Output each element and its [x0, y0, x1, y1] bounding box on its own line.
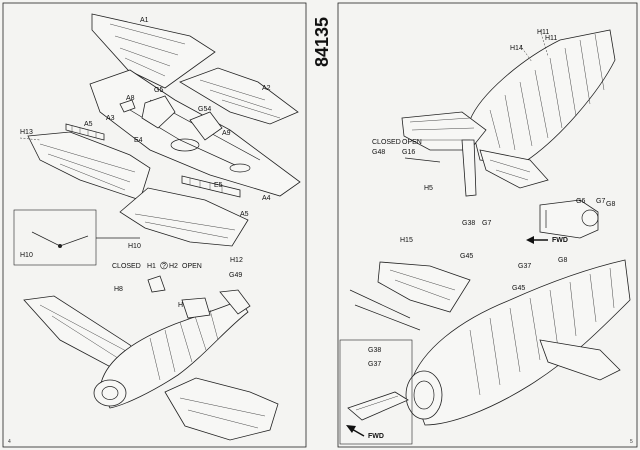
upper-wing-a1	[91, 13, 216, 89]
page-number-right: 5	[630, 439, 633, 445]
fwd-label-top: FWD	[552, 237, 568, 244]
part-label-a1: A1	[140, 17, 149, 24]
part-label-g16: G16	[402, 149, 415, 156]
part-label-e4: E4	[134, 137, 143, 144]
svg-text:H2: H2	[169, 263, 178, 270]
flap-strip-left	[65, 123, 105, 141]
part-label-a5-lower: A5	[240, 211, 249, 218]
part-label-h12: H12	[230, 257, 243, 264]
part-label-h5: H5	[424, 185, 433, 192]
kit-number: 84135	[312, 17, 332, 67]
part-label-g8-right: G8	[558, 257, 567, 264]
page-number-left: 4	[8, 439, 11, 445]
part-label-g7-top: G7	[596, 198, 605, 205]
part-label-a8: A8	[126, 95, 135, 102]
right-page-frame	[337, 2, 638, 448]
canopy-option-note: CLOSED H1 ? H2 OPEN	[112, 261, 202, 270]
svg-text:CLOSED: CLOSED	[372, 139, 401, 146]
part-label-h8: H8	[114, 286, 123, 293]
part-label-a4: A4	[262, 195, 271, 202]
left-page-frame	[2, 2, 307, 448]
part-label-g45-right: G45	[512, 285, 525, 292]
part-label-h10-inset: H10	[20, 252, 33, 259]
svg-text:OPEN: OPEN	[402, 139, 422, 146]
propeller-detail	[539, 199, 599, 239]
part-label-h15: H15	[400, 237, 413, 244]
canopy-part	[147, 275, 166, 293]
flap-strip-right	[181, 175, 241, 198]
svg-text:CLOSED: CLOSED	[112, 263, 141, 270]
part-label-g7-middle: G7	[482, 220, 491, 227]
upper-wing-a2	[179, 67, 299, 125]
part-label-g54: G54	[198, 106, 211, 113]
part-label-h11-a: H11	[537, 29, 549, 36]
detail-inset-h10	[13, 209, 97, 266]
part-label-h6: H6	[178, 302, 187, 309]
part-label-a5-upper: A5	[84, 121, 93, 128]
aircraft-assembly	[23, 289, 279, 441]
part-label-g38-top: G38	[462, 220, 475, 227]
part-label-a9: A9	[222, 130, 231, 137]
part-label-h10: H10	[128, 243, 141, 250]
part-label-g5: G5	[154, 87, 163, 94]
part-label-g37-inset: G37	[368, 361, 381, 368]
part-label-g45-top: G45	[460, 253, 473, 260]
lower-wing-right	[119, 187, 249, 247]
tailwheel-option-note: CLOSED OPEN	[372, 139, 422, 146]
part-label-g48: G48	[372, 149, 385, 156]
part-label-g8-top: G8	[606, 201, 615, 208]
front-fuselage-assembly	[349, 259, 631, 426]
part-label-h13: H13	[20, 129, 33, 136]
fuselage-tail-assembly	[401, 29, 616, 197]
part-label-a2: A2	[262, 85, 271, 92]
part-label-g37-top: G37	[518, 263, 531, 270]
bay-parts	[119, 95, 223, 141]
center-wing-a3-a4	[89, 69, 301, 197]
part-label-a3: A3	[106, 115, 115, 122]
svg-text:?: ?	[162, 263, 166, 270]
part-label-h14: H14	[510, 45, 523, 52]
part-label-g49: G49	[229, 272, 242, 279]
part-label-g6: G6	[576, 198, 585, 205]
fwd-label-bottom: FWD	[368, 433, 384, 440]
detail-inset-g38	[339, 339, 413, 445]
svg-text:OPEN: OPEN	[182, 263, 202, 270]
svg-text:H1: H1	[147, 263, 156, 270]
lower-wing-left	[27, 131, 151, 201]
part-label-h11-b: H11	[545, 35, 557, 42]
part-label-g38-inset: G38	[368, 347, 381, 354]
part-label-e5: E5	[214, 182, 223, 189]
